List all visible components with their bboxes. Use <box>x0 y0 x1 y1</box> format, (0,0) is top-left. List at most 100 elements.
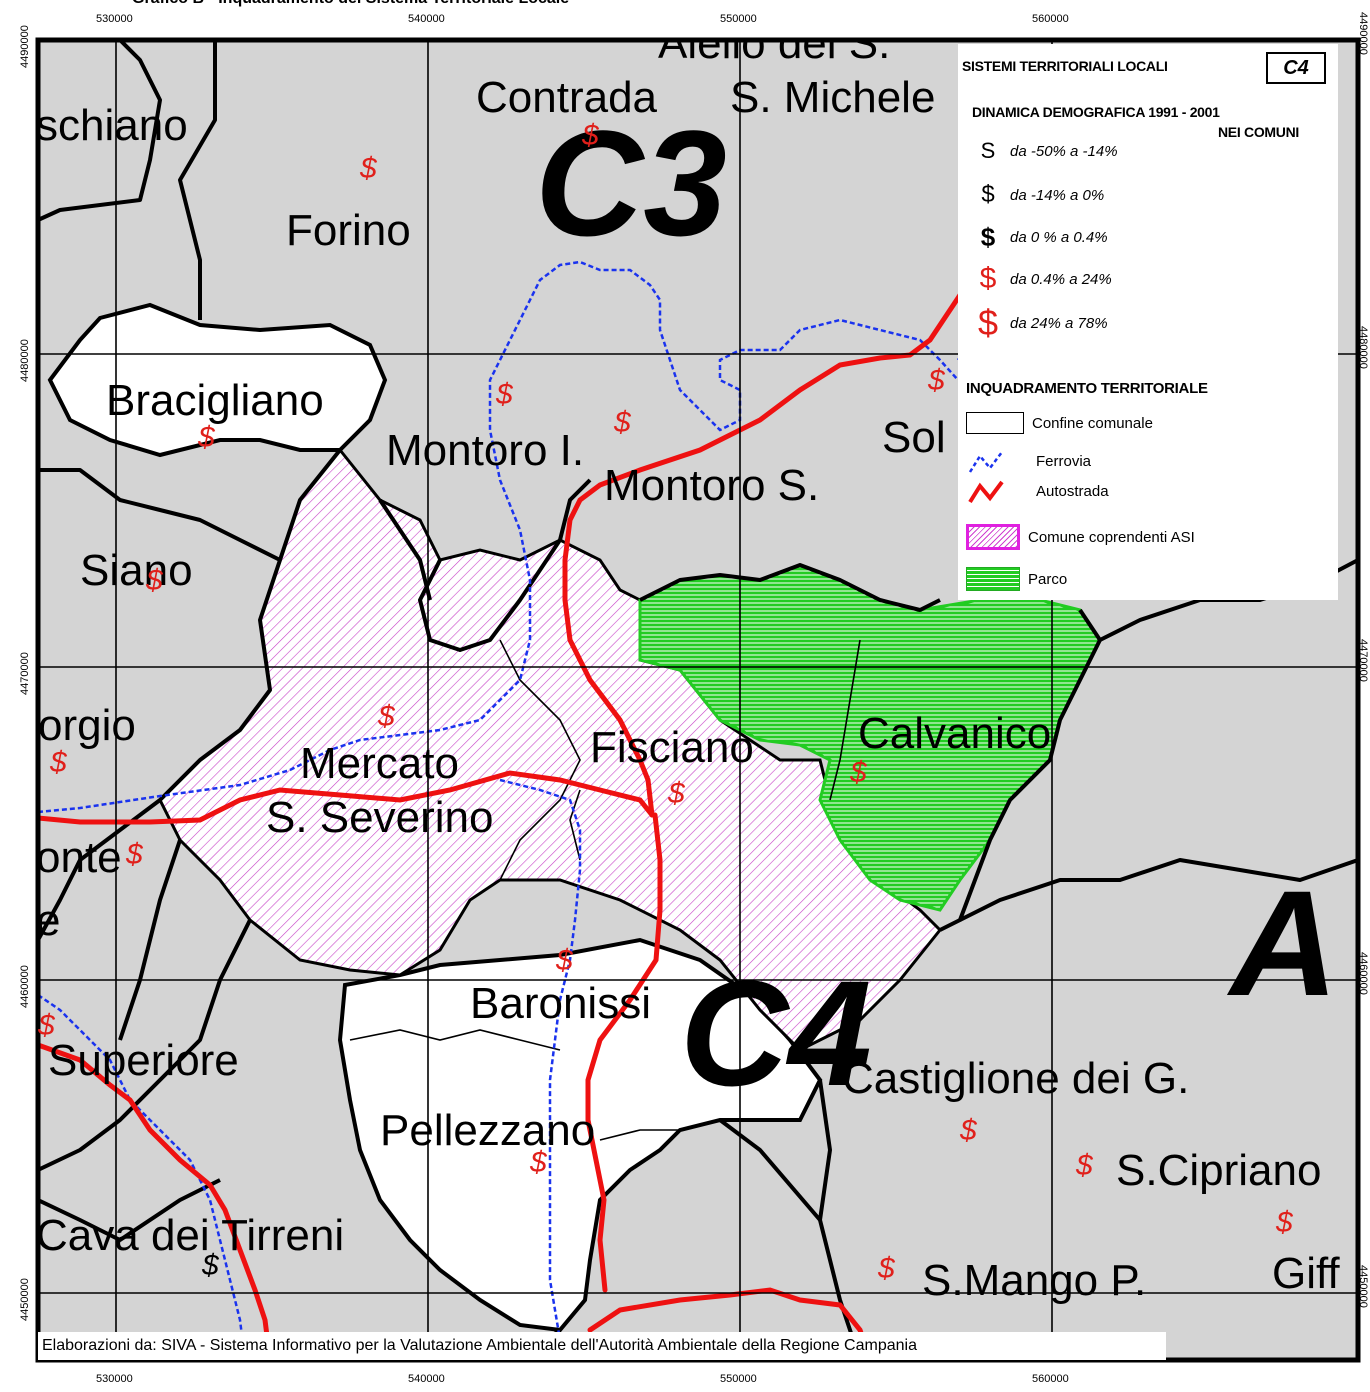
town-label-bracigliano: Bracigliano <box>106 376 324 425</box>
asi-swatch-icon <box>966 524 1020 550</box>
y-tick-label: 4470000 <box>1357 639 1369 682</box>
town-label-forino: Forino <box>286 206 411 255</box>
motorway-line-icon <box>968 480 1004 504</box>
town-label-calvanico: Calvanico <box>858 709 1051 758</box>
town-label-e: e <box>36 896 60 945</box>
legend-title: SISTEMI TERRITORIALI LOCALI <box>962 58 1168 74</box>
symbol-class-1-icon: S <box>980 138 996 163</box>
x-tick-label: 530000 <box>96 13 133 25</box>
boundary-swatch-icon <box>966 412 1024 434</box>
symbol-marker: $ <box>495 378 514 411</box>
legend-class-4: $ da 0.4% a 24% <box>966 262 1112 296</box>
y-tick-label: 4480000 <box>1357 326 1369 369</box>
symbol-marker: $ <box>37 1009 56 1042</box>
town-label-monte: onte <box>36 833 122 882</box>
system-label-c3: C3 <box>535 99 727 267</box>
town-label-giff: Giff <box>1272 1249 1340 1298</box>
town-label-montoro-s: Montoro S. <box>604 461 819 510</box>
town-label-smango: S.Mango P. <box>922 1256 1146 1305</box>
symbol-marker: $ <box>1275 1206 1294 1239</box>
y-tick-label: 4450000 <box>1357 1265 1369 1308</box>
y-tick-label: 4490000 <box>1357 12 1369 55</box>
y-tick-label: 4460000 <box>1357 952 1369 995</box>
y-tick-label: 4460000 <box>19 965 31 1008</box>
legend-class-3: $ da 0 % a 0.4% <box>966 220 1108 254</box>
town-label-cava: Cava dei Tirreni <box>36 1211 344 1260</box>
legend-code-box: C4 <box>1266 52 1326 84</box>
town-label-severino: S. Severino <box>266 793 493 842</box>
legend-class-5: $ da 24% a 78% <box>966 302 1108 343</box>
town-label-montoro-i: Montoro I. <box>386 426 584 475</box>
town-label-scipriano: S.Cipriano <box>1116 1146 1321 1195</box>
y-tick-label: 4470000 <box>19 652 31 695</box>
y-tick-label: 4480000 <box>19 339 31 382</box>
figure-title: Grafico B - Inquadramento del Sistema Te… <box>132 0 569 8</box>
town-label-superiore: Superiore <box>48 1036 239 1085</box>
symbol-marker: $ <box>927 364 946 397</box>
town-label-pellezzano: Pellezzano <box>380 1106 595 1155</box>
symbol-marker: $ <box>849 756 868 789</box>
symbol-marker: $ <box>49 746 68 779</box>
town-label-giorgio: orgio <box>38 701 136 750</box>
town-label-fisciano: Fisciano <box>590 723 754 772</box>
symbol-marker: $ <box>145 564 164 597</box>
legend-class-label: da 24% a 78% <box>1010 314 1108 332</box>
park-swatch-icon <box>966 567 1020 591</box>
x-tick-label: 550000 <box>720 1373 757 1385</box>
legend-class-1: S da -50% a -14% <box>966 134 1118 168</box>
x-coordinate-labels-bottom: 530000 540000 550000 560000 <box>96 1373 1069 1385</box>
symbol-marker: $ <box>125 838 144 871</box>
legend-item-railway: Ferrovia <box>966 444 1091 478</box>
town-label-baronissi: Baronissi <box>470 979 651 1028</box>
legend-class-label: da 0.4% a 24% <box>1010 270 1112 288</box>
railway-line-icon <box>968 451 1003 473</box>
symbol-marker: $ <box>529 1146 548 1179</box>
y-tick-label: 4490000 <box>19 25 31 68</box>
legend-panel: SISTEMI TERRITORIALI LOCALI C4 DINAMICA … <box>958 44 1338 600</box>
x-coordinate-labels-top: 530000 540000 550000 560000 <box>96 13 1069 25</box>
town-label-aiello: Aiello del S. <box>658 19 890 68</box>
legend-subtitle-2: NEI COMUNI <box>1218 124 1300 140</box>
y-tick-label: 4450000 <box>19 1278 31 1321</box>
town-label-contrada: Contrada <box>476 73 658 122</box>
source-credit: Elaborazioni da: SIVA - Sistema Informat… <box>38 1332 1166 1360</box>
legend-item-park: Parco <box>966 562 1067 596</box>
x-tick-label: 560000 <box>1032 13 1069 25</box>
bracigliano-area <box>47 302 388 458</box>
town-label-castiglione: Castiglione dei G. <box>842 1054 1189 1103</box>
legend-item-label: Parco <box>1028 570 1068 588</box>
demographic-symbols: $ $ $ $ $ $ $ $ $ $ $ $ $ $ $ $ $ $ $ $ <box>37 119 1294 1285</box>
x-tick-label: 530000 <box>96 1373 133 1385</box>
x-tick-label: 540000 <box>408 1373 445 1385</box>
symbol-marker: $ <box>359 152 378 185</box>
town-label-schiano: schiano <box>36 101 188 150</box>
symbol-marker: $ <box>1075 1149 1094 1182</box>
legend-item-label: Confine comunale <box>1032 414 1153 432</box>
symbol-marker: $ <box>197 421 216 454</box>
legend-class-label: da -50% a -14% <box>1010 142 1118 160</box>
symbol-marker: $ <box>877 1252 896 1285</box>
system-label-c4: C4 <box>680 949 872 1117</box>
symbol-marker: $ <box>555 944 574 977</box>
y-coordinate-labels-right: 4490000 4480000 4470000 4460000 4450000 <box>1357 12 1369 1308</box>
legend-item-label: Comune coprendenti ASI <box>1028 528 1195 546</box>
legend-item-label: Autostrada <box>1036 482 1109 500</box>
x-tick-label: 560000 <box>1032 1373 1069 1385</box>
legend-item-boundary: Confine comunale <box>966 406 1153 440</box>
symbol-class-4-icon: $ <box>979 262 997 295</box>
town-label-mercato: Mercato <box>300 739 459 788</box>
x-tick-label: 540000 <box>408 13 445 25</box>
symbol-marker: $ <box>377 700 396 733</box>
symbol-class-5-icon: $ <box>977 302 999 343</box>
legend-class-2: $ da -14% a 0% <box>966 178 1104 212</box>
legend-code-label: C4 <box>1283 57 1309 79</box>
town-label-siano: Siano <box>80 546 193 595</box>
x-tick-label: 550000 <box>720 13 757 25</box>
municipal-boundaries <box>38 40 1358 1360</box>
symbol-class-2-icon: $ <box>981 181 995 208</box>
baronissi-pellezzano-area <box>337 937 823 1333</box>
symbol-marker: $ <box>201 1249 220 1282</box>
symbol-marker: $ <box>613 406 632 439</box>
symbol-class-3-icon: $ <box>980 221 996 252</box>
asi-area <box>158 447 943 1052</box>
